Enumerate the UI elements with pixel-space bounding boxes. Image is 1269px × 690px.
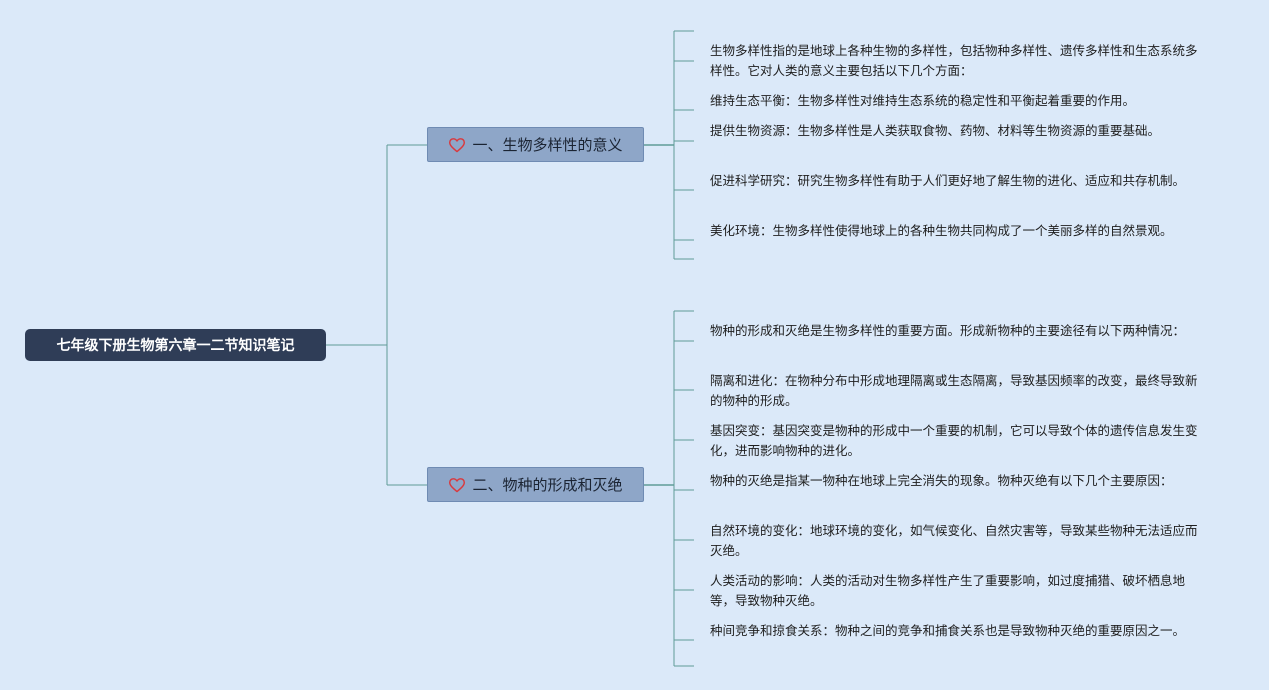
root-topic-node[interactable]: 七年级下册生物第六章一二节知识笔记: [25, 329, 326, 361]
heart-icon: [448, 137, 466, 153]
leaf-node[interactable]: 物种的灭绝是指某一物种在地球上完全消失的现象。物种灭绝有以下几个主要原因：: [710, 473, 1173, 488]
branch-label: 二、物种的形成和灭绝: [472, 476, 623, 494]
branch-label: 一、生物多样性的意义: [472, 136, 623, 154]
leaf-node[interactable]: 维持生态平衡：生物多样性对维持生态系统的稳定性和平衡起着重要的作用。: [710, 93, 1136, 108]
leaf-node[interactable]: 自然环境的变化：地球环境的变化，如气候变化、自然灾害等，导致某些物种无法适应而灭…: [710, 523, 1198, 558]
leaf-node[interactable]: 种间竞争和掠食关系：物种之间的竞争和捕食关系也是导致物种灭绝的重要原因之一。: [710, 623, 1186, 638]
leaf-node[interactable]: 基因突变：基因突变是物种的形成中一个重要的机制，它可以导致个体的遗传信息发生变化…: [710, 423, 1198, 458]
leaf-node[interactable]: 隔离和进化：在物种分布中形成地理隔离或生态隔离，导致基因频率的改变，最终导致新的…: [710, 373, 1198, 408]
leaf-node[interactable]: 提供生物资源：生物多样性是人类获取食物、药物、材料等生物资源的重要基础。: [710, 123, 1161, 138]
root-topic-label: 七年级下册生物第六章一二节知识笔记: [56, 338, 295, 354]
leaf-node[interactable]: 物种的形成和灭绝是生物多样性的重要方面。形成新物种的主要途径有以下两种情况：: [710, 323, 1186, 338]
leaf-node[interactable]: 生物多样性指的是地球上各种生物的多样性，包括物种多样性、遗传多样性和生态系统多样…: [710, 43, 1198, 78]
leaf-node[interactable]: 促进科学研究：研究生物多样性有助于人们更好地了解生物的进化、适应和共存机制。: [710, 173, 1186, 188]
leaf-node[interactable]: 人类活动的影响：人类的活动对生物多样性产生了重要影响，如过度捕猎、破坏栖息地等，…: [710, 573, 1186, 608]
leaf-node[interactable]: 美化环境：生物多样性使得地球上的各种生物共同构成了一个美丽多样的自然景观。: [710, 223, 1173, 238]
branch-node-significance[interactable]: 一、生物多样性的意义: [427, 127, 644, 162]
branch-node-speciation[interactable]: 二、物种的形成和灭绝: [427, 467, 644, 502]
heart-icon: [448, 477, 466, 493]
